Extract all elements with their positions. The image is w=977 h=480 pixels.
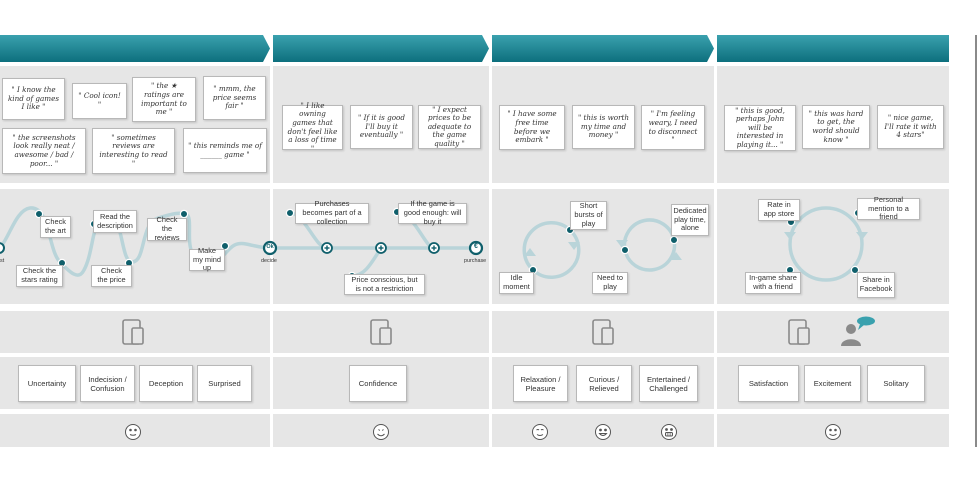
tablet-phone-icon [592,319,614,345]
emotion-card: Confidence [349,365,407,402]
quote-card: " this is worth my time and money " [572,105,635,149]
step-node [179,209,189,219]
step-card: Purchases becomes part of a collection [295,199,369,226]
step-node [620,245,630,255]
step-card: Need to play [592,272,628,294]
emotion-card: Excitement [804,365,861,402]
smiley-face-icon [825,424,841,440]
euro-glyph: € [474,243,478,250]
arrow-head [784,232,796,240]
cut-milestone [0,242,5,254]
play-circle-2 [622,218,676,252]
stage-title-choose: 3. Choose [104,6,161,20]
quote-card: " Cool icon! " [72,83,127,119]
play-circle-1b [531,228,581,279]
purchase-label: purchase [464,258,487,264]
step-node [34,209,44,219]
quote-card: " I'm feeling weary, I need to disconnec… [641,105,705,150]
quote-card: " If it is good I'll buy it eventually " [350,105,413,149]
quote-card: " this was hard to get, the world should… [802,105,870,149]
step-node [285,208,295,218]
left-cut-label: st [0,258,5,264]
arrow-head [856,232,868,240]
step-node [669,235,679,245]
emotion-card: Curious / Relieved [576,365,632,402]
step-card: Idle moment [499,272,534,294]
smiley-face-icon [532,424,548,440]
smiley-face-icon [661,424,677,440]
arrow-head [670,252,682,260]
quote-card: " this is good, perhaps John will be int… [724,105,796,151]
arrow-head [524,248,536,256]
step-card: Read the description [93,210,137,233]
step-card: Short bursts of play [570,201,607,230]
quote-card: " this reminds me of ______ game " [183,128,267,173]
step-card: Check the price [91,265,132,287]
separator-play [489,35,492,447]
emotion-card: Indecision / Confusion [80,365,135,402]
emotion-card: Satisfaction [738,365,799,402]
chevron-play [492,35,714,62]
share-circle [788,206,864,282]
emotion-card: Uncertainty [18,365,76,402]
smiley-face-icon [595,424,611,440]
emotion-card: Surprised [197,365,252,402]
emotion-card: Solitary [867,365,925,402]
step-card: Price conscious, but is not a restrictio… [344,274,425,295]
quote-card: " nice game, I'll rate it with 4 stars" [877,105,944,149]
step-card: Check the reviews [147,215,187,242]
step-card: Personal mention to a friend [857,195,920,221]
chevron-choose [0,35,270,62]
chevron-share [717,35,949,62]
quote-card: " I have some free time before we embark… [499,105,565,150]
arrow-head [568,242,580,250]
decide-label: decide [261,258,277,264]
ok-milestone [262,240,278,256]
quote-card: " the screenshots look really neat / awe… [2,128,86,174]
stage-title-play: 5. Play [581,6,621,20]
tablet-phone-icon [122,319,144,345]
emotion-card: Entertained / Challenged [639,365,698,402]
step-card: Rate in app store [758,199,800,221]
step-card: Share in Facebook [857,272,895,298]
device-band [0,311,949,353]
right-edge-bar [975,35,977,447]
step-card: Make my mind up [189,246,225,272]
purchase-milestone [468,240,484,256]
chevron-purchase [273,35,489,62]
person-speech-icon [841,316,875,346]
tablet-phone-icon [370,319,392,345]
step-card: In-game share with a friend [745,272,801,294]
stage-title-share: 6. Share [809,6,857,20]
step-card: Check the art [40,216,71,238]
smiley-face-icon [125,424,141,440]
emotion-card: Deception [139,365,193,402]
ok-glyph: Ok [266,244,274,250]
play-circle-1 [522,221,572,272]
step-node [220,241,230,251]
smiley-face-icon [373,424,389,440]
stage-title-purchase: 4. Purchase [345,6,413,20]
emotion-card: Relaxation / Pleasure [513,365,568,402]
step-card: Check the stars rating [16,265,63,287]
quote-card: " I know the kind of games I like " [2,78,65,120]
arrow-head [616,240,628,248]
step-node [850,265,860,275]
separator-share [714,35,717,447]
quote-card: " the ★ ratings are important to me " [132,77,196,122]
play-circle-2b [623,238,677,272]
step-card: If the game is good enough: will buy it [398,199,467,226]
quote-card: " sometimes reviews are interesting to r… [92,128,175,174]
quote-card: " mmm, the price seems fair " [203,76,266,120]
quote-card: " I expect prices to be adequate to the … [418,105,481,149]
tablet-phone-icon [788,319,810,345]
stage-header-chevrons [0,35,949,62]
step-card: Dedicated play time, alone [671,204,709,236]
quote-card: " I like owning games that don't feel li… [282,101,343,152]
mood-band [0,414,949,447]
separator-purchase [270,35,273,447]
